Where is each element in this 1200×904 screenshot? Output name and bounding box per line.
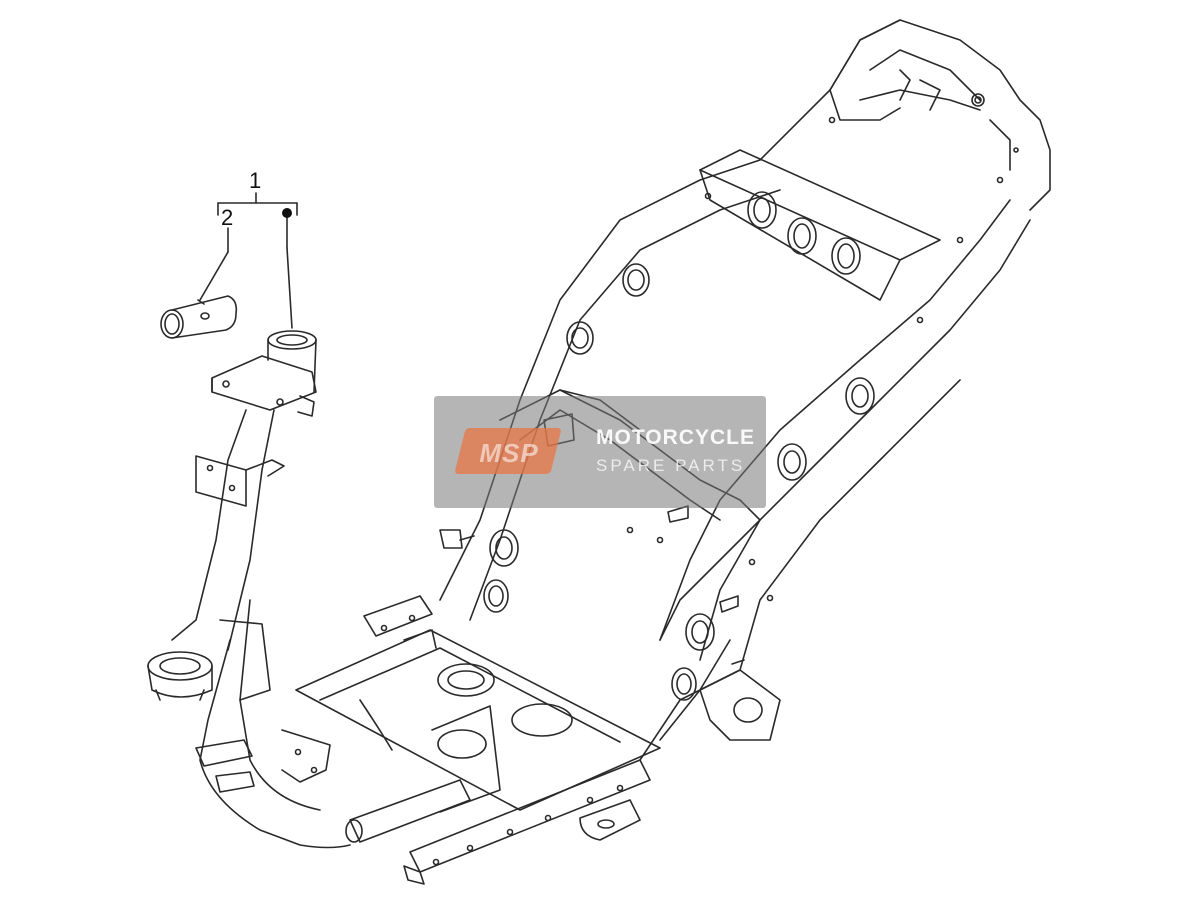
callout-label-1: 1 [249, 168, 262, 193]
watermark-subtitle: SPARE PARTS [596, 456, 746, 475]
watermark-logo: MSP [479, 438, 539, 468]
callout-dot [282, 208, 292, 218]
callout-bracket [199, 192, 298, 329]
rear-hoop [829, 19, 1051, 211]
rear-mounts [439, 529, 781, 741]
floor-frame [295, 595, 661, 885]
sleeve-part [160, 295, 238, 339]
watermark: MSP MOTORCYCLE SPARE PARTS [434, 396, 766, 508]
down-tubes [195, 599, 351, 849]
watermark-title: MOTORCYCLE [596, 426, 755, 449]
side-rails [439, 19, 1031, 761]
callout-label-2: 2 [221, 205, 234, 230]
steering-tube [147, 330, 317, 701]
upper-crossmember [699, 149, 941, 301]
